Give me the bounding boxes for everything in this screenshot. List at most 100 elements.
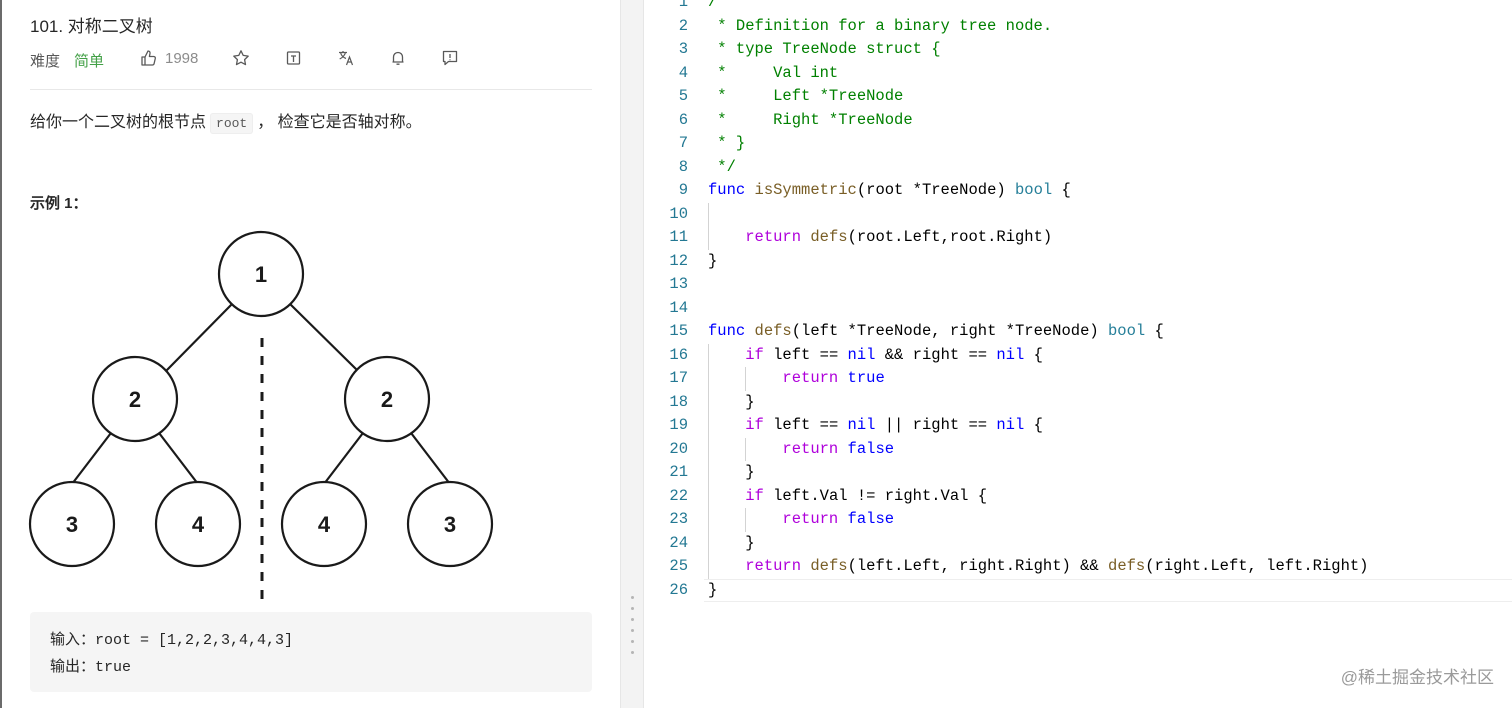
tree-edge	[323, 428, 367, 485]
line-number: 24	[669, 533, 688, 552]
difficulty-label: 难度	[30, 53, 61, 70]
line-number: 15	[669, 322, 688, 340]
tree-edges	[71, 302, 451, 485]
line-number: 4	[678, 63, 688, 82]
input-label: 输入：	[50, 630, 96, 648]
code-line[interactable]: }	[708, 251, 718, 270]
example-heading: 示例 1：	[30, 195, 88, 212]
code-line[interactable]: */	[708, 157, 736, 176]
tree-edge	[155, 428, 199, 485]
symmetric-tree-diagram: 1 2 2 3 4 4 3	[28, 230, 494, 608]
line-number: 7	[678, 134, 688, 152]
star-icon[interactable]	[232, 49, 250, 67]
code-line[interactable]: }	[708, 533, 755, 552]
header-divider	[30, 89, 592, 90]
feedback-icon[interactable]	[441, 49, 459, 67]
line-number: 6	[678, 110, 688, 129]
tree-node-label: 3	[66, 512, 78, 537]
watermark: @稀土掘金技术社区	[1340, 668, 1494, 687]
line-number: 11	[669, 228, 688, 246]
line-number: 17	[669, 369, 688, 387]
problem-title: 101. 对称二叉树	[30, 17, 153, 36]
line-number: 25	[669, 557, 688, 575]
problem-meta-row: 难度 简单 1998	[30, 48, 600, 70]
tree-node-label: 4	[318, 512, 331, 537]
code-line[interactable]: * type TreeNode struct {	[708, 40, 941, 58]
code-line[interactable]: * Left *TreeNode	[708, 87, 904, 105]
line-number: 3	[678, 40, 688, 58]
like-count: 1998	[165, 50, 199, 67]
panel-resize-splitter[interactable]	[620, 0, 644, 708]
code-line[interactable]: return defs(left.Left, right.Right) && d…	[745, 557, 1369, 575]
description-text-tail: ， 检查它是否轴对称。	[257, 114, 422, 131]
code-line[interactable]: * Definition for a binary tree node.	[708, 16, 1053, 35]
example-output: 输出：true	[50, 655, 131, 676]
output-value: true	[95, 659, 132, 676]
tree-node-label: 3	[444, 512, 456, 537]
indent-guide	[745, 508, 747, 532]
drag-handle-icon[interactable]	[631, 596, 634, 654]
tree-edge	[407, 428, 451, 485]
line-number: 21	[669, 463, 688, 481]
code-line[interactable]: }	[708, 463, 755, 481]
difficulty-badge: 简单	[74, 53, 105, 70]
tree-node-label: 2	[129, 387, 141, 412]
code-line[interactable]: func defs(left *TreeNode, right *TreeNod…	[708, 322, 1164, 340]
code-line[interactable]: return defs(root.Left,root.Right)	[745, 228, 1053, 246]
indent-guide	[745, 437, 747, 461]
code-line[interactable]: return true	[782, 369, 885, 387]
code-line[interactable]: if left == nil && right == nil {	[745, 345, 1043, 364]
tree-node: 1	[217, 230, 305, 318]
tree-node: 2	[91, 355, 179, 443]
thumbs-up-icon[interactable]	[140, 49, 158, 67]
indent-guide	[708, 343, 709, 579]
code-line[interactable]: if left == nil || right == nil {	[745, 416, 1043, 434]
code-line[interactable]: * Right *TreeNode	[708, 110, 913, 129]
example-input: 输入：root = [1,2,2,3,4,4,3]	[50, 628, 293, 649]
code-line[interactable]: }	[708, 580, 718, 599]
code-line[interactable]: if left.Val != right.Val {	[745, 486, 988, 505]
inline-code-root: root	[210, 113, 254, 134]
share-icon[interactable]	[285, 49, 303, 67]
tree-node: 3	[28, 480, 116, 568]
line-number: 23	[669, 510, 688, 528]
bell-icon[interactable]	[389, 49, 407, 67]
code-line[interactable]: func isSymmetric(root *TreeNode) bool {	[708, 181, 1071, 199]
code-line[interactable]: /**	[708, 0, 736, 11]
line-number: 19	[669, 416, 688, 434]
line-number: 16	[669, 345, 688, 364]
tree-edge	[71, 428, 115, 485]
code-line[interactable]: return false	[782, 510, 895, 528]
translate-icon[interactable]	[337, 49, 355, 67]
line-number: 18	[669, 392, 688, 411]
tree-node-label: 4	[192, 512, 205, 537]
line-number: 9	[678, 181, 688, 199]
line-number: 1	[678, 0, 688, 11]
code-line[interactable]: * Val int	[708, 63, 839, 82]
line-number: 5	[678, 87, 688, 105]
code-line[interactable]: * }	[708, 134, 746, 152]
line-number: 2	[678, 16, 688, 35]
indent-guide	[745, 367, 747, 391]
code-line[interactable]: }	[708, 392, 755, 411]
tree-edge	[165, 302, 234, 372]
line-number: 12	[669, 251, 688, 270]
tree-node: 3	[406, 480, 494, 568]
tree-node: 4	[154, 480, 242, 568]
tree-node: 2	[343, 355, 431, 443]
current-line-highlight	[704, 578, 1512, 602]
tree-node-label: 2	[381, 387, 393, 412]
description-text: 给你一个二叉树的根节点	[30, 114, 207, 131]
line-number: 8	[678, 157, 688, 176]
line-number: 20	[669, 439, 688, 458]
tree-node-label: 1	[255, 262, 267, 287]
output-label: 输出：	[50, 657, 96, 675]
tree-node: 4	[280, 480, 368, 568]
line-number: 13	[669, 275, 688, 293]
indent-guide	[708, 202, 709, 250]
code-line[interactable]: return false	[782, 439, 895, 458]
input-value: root = [1,2,2,3,4,4,3]	[95, 632, 294, 649]
